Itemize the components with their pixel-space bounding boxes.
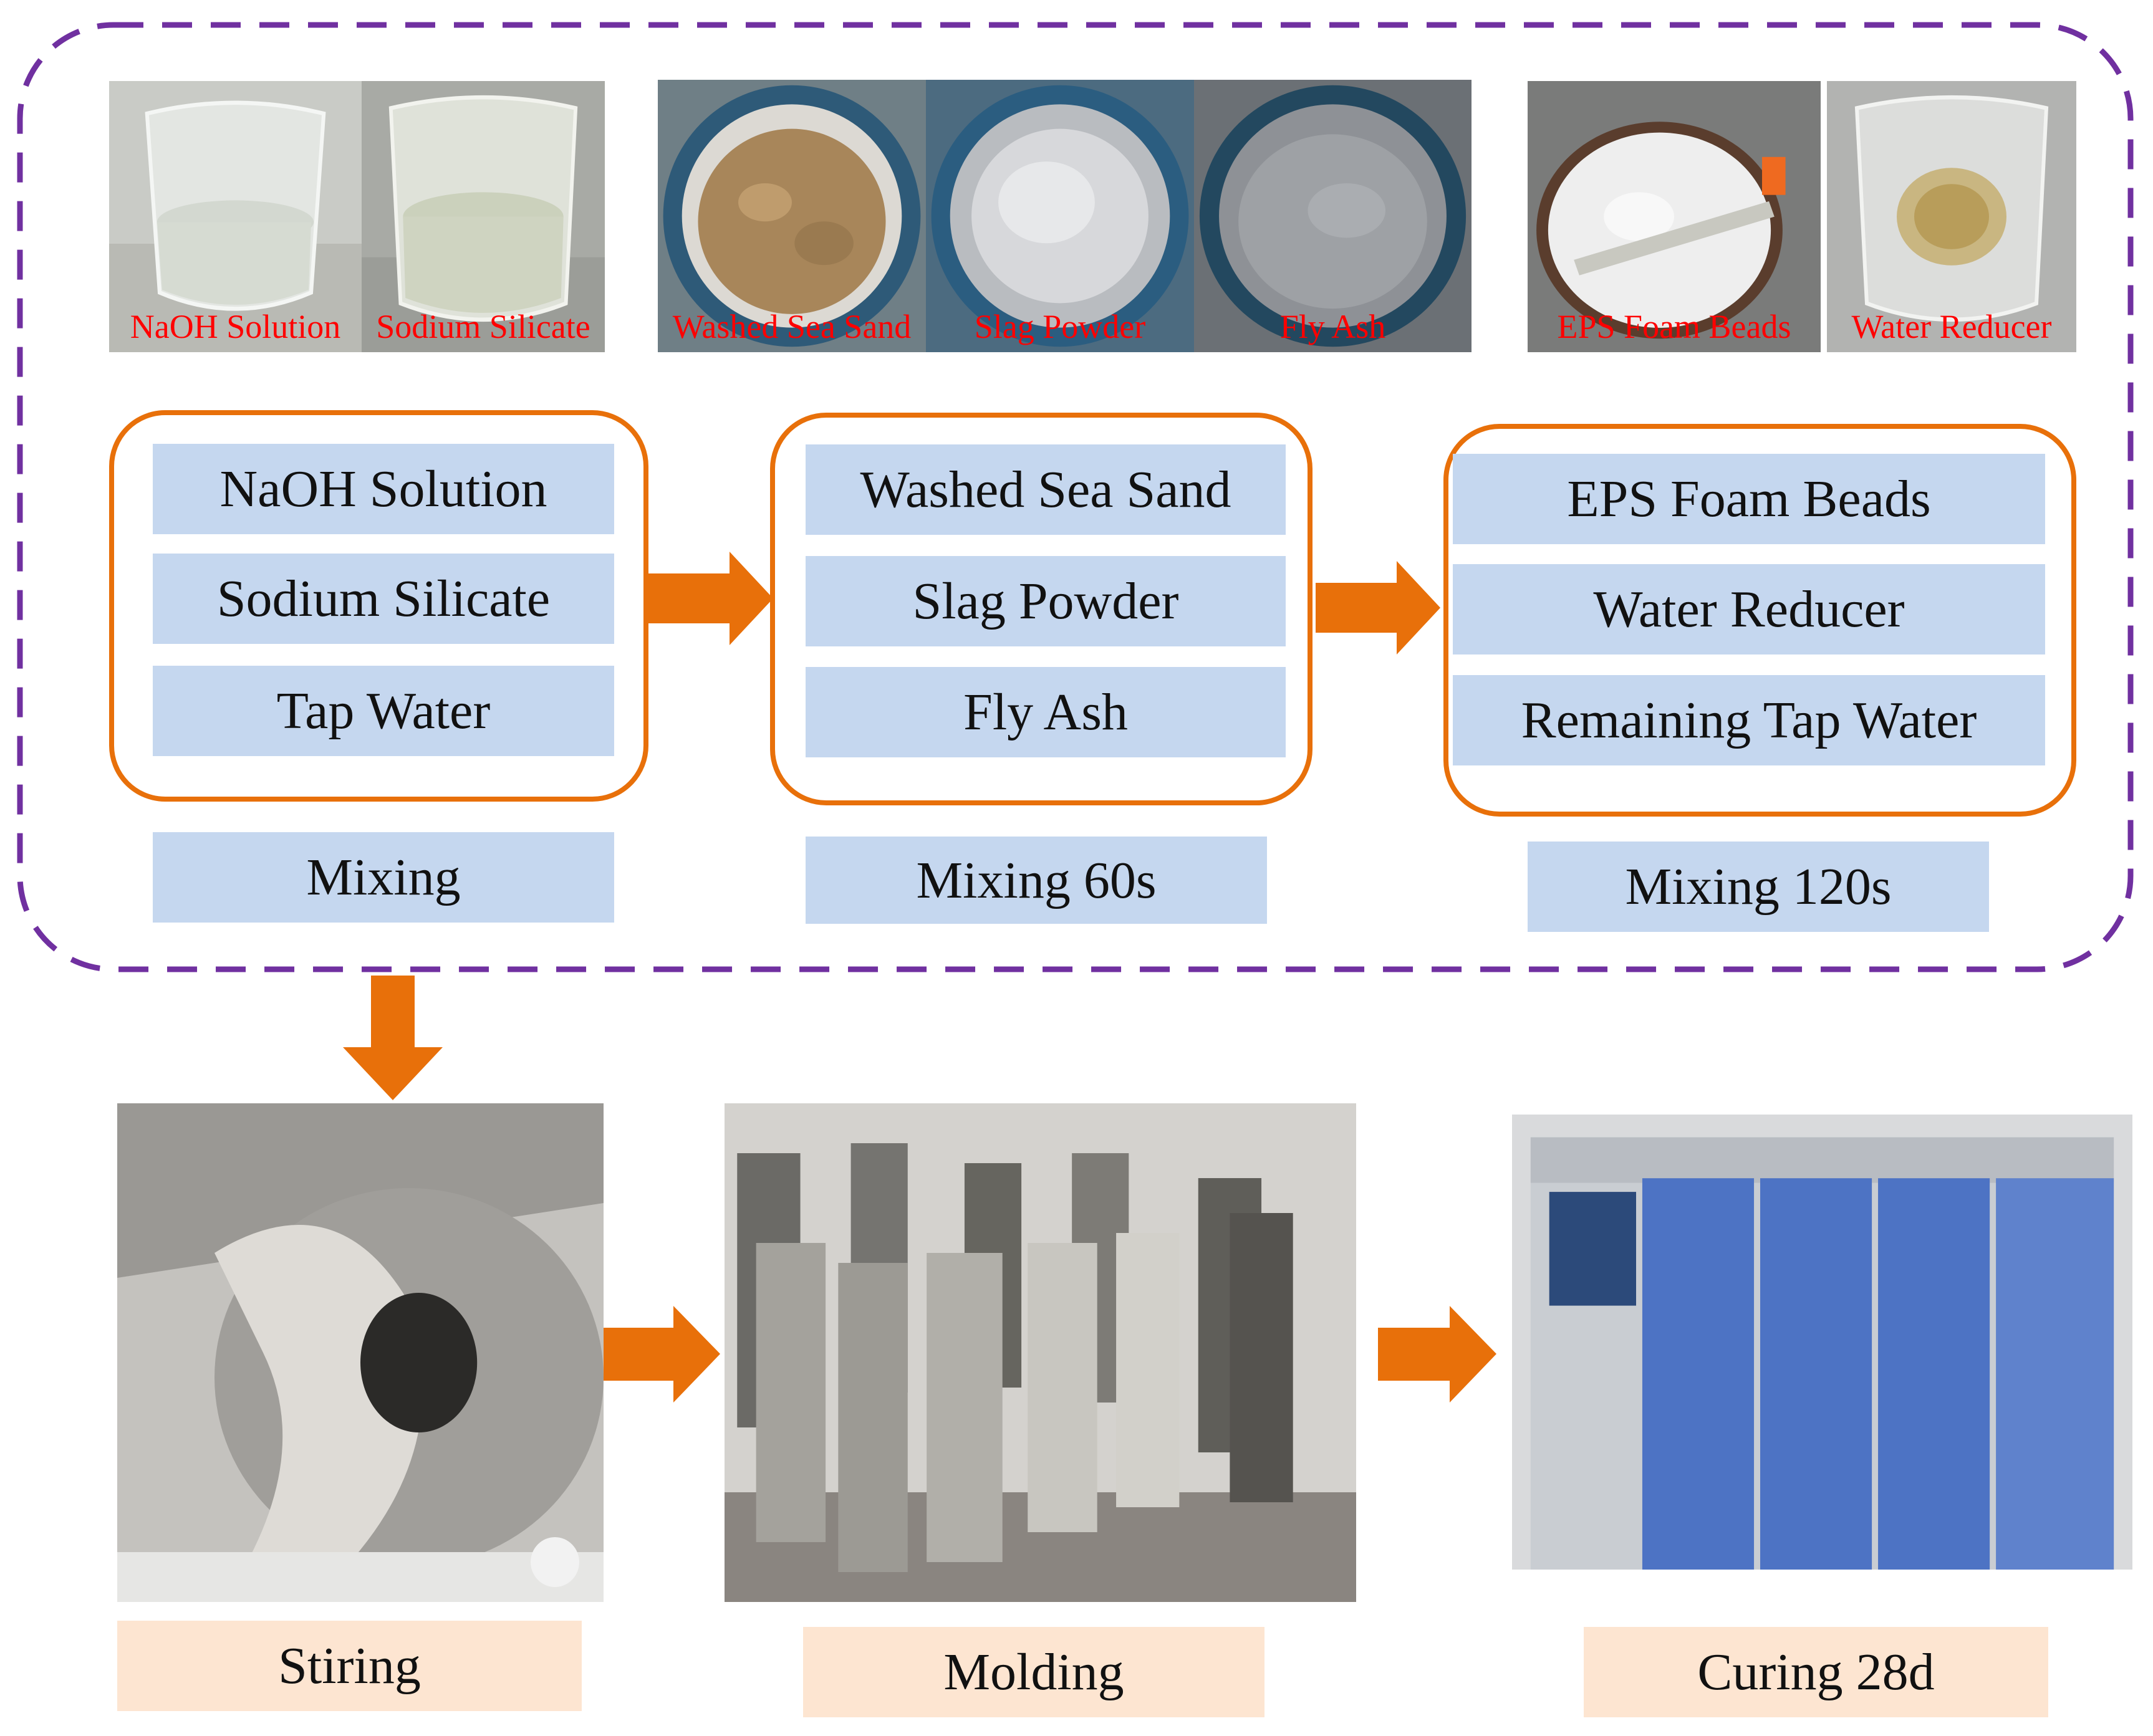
step-stiring: Stiring (117, 1621, 582, 1711)
group-1-item-1: NaOH Solution (153, 444, 614, 534)
photo-curing (1512, 1115, 2132, 1570)
photo-stiring (117, 1103, 604, 1602)
caption-slag-powder: Slag Powder (974, 308, 1146, 345)
caption-washed-sea-sand: Washed Sea Sand (672, 308, 912, 345)
photo-water-reducer: Water Reducer (1827, 81, 2076, 352)
arrow-group2-to-group3 (1316, 561, 1440, 655)
photo-eps-foam-beads: EPS Foam Beads (1528, 81, 1821, 352)
group-2-item-2: Slag Powder (806, 556, 1286, 646)
photo-washed-sea-sand: Washed Sea Sand (658, 80, 926, 352)
photo-naoh-solution: NaOH Solution (109, 81, 362, 352)
caption-eps-foam-beads: EPS Foam Beads (1557, 308, 1791, 345)
caption-sodium-silicate: Sodium Silicate (376, 308, 590, 345)
mixing-stage-dashed-outline (17, 22, 2134, 972)
caption-fly-ash: Fly Ash (1279, 308, 1386, 345)
group-2-item-1: Washed Sea Sand (806, 444, 1286, 535)
arrow-down-to-stiring (343, 976, 443, 1100)
group-3-item-1: EPS Foam Beads (1453, 454, 2045, 544)
group-3-step: Mixing 120s (1528, 842, 1989, 932)
step-molding: Molding (803, 1627, 1264, 1717)
arrow-molding-to-curing (1378, 1306, 1496, 1403)
group-3-item-3: Remaining Tap Water (1453, 675, 2045, 765)
arrow-stiring-to-molding (602, 1306, 720, 1403)
caption-naoh-solution: NaOH Solution (130, 308, 341, 345)
group-1-item-2: Sodium Silicate (153, 554, 614, 644)
caption-water-reducer: Water Reducer (1851, 308, 2052, 345)
group-3-item-2: Water Reducer (1453, 564, 2045, 655)
photo-fly-ash: Fly Ash (1194, 80, 1471, 352)
group-2-item-3: Fly Ash (806, 667, 1286, 757)
arrow-group1-to-group2 (648, 552, 773, 645)
group-1-step: Mixing (153, 832, 614, 923)
step-curing: Curing 28d (1584, 1627, 2048, 1717)
photo-molding (725, 1103, 1356, 1602)
photo-sodium-silicate: Sodium Silicate (362, 81, 605, 352)
photo-slag-powder: Slag Powder (926, 80, 1194, 352)
group-1-item-3: Tap Water (153, 666, 614, 756)
group-2-step: Mixing 60s (806, 837, 1267, 924)
